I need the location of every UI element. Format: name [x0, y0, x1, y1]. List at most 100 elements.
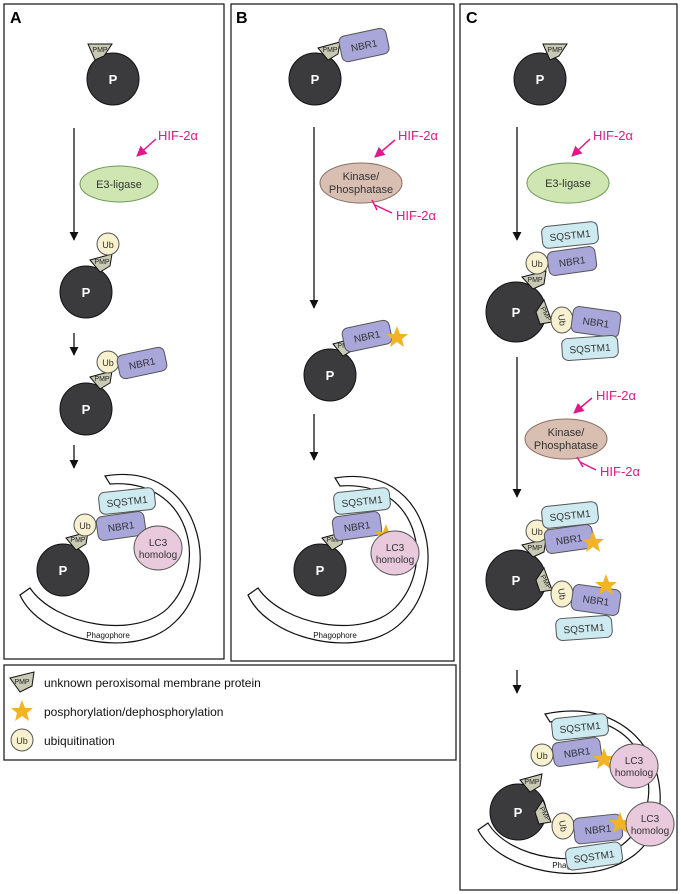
- svg-text:Ub: Ub: [16, 736, 28, 746]
- ub-tag: Ub: [96, 350, 120, 374]
- phospho-star-icon: [609, 812, 631, 833]
- pmp-label: PMP: [527, 277, 543, 284]
- svg-text:NBR1: NBR1: [584, 824, 612, 838]
- svg-text:homolog: homolog: [139, 550, 177, 561]
- peroxisome-label: P: [59, 563, 68, 578]
- hif-arrow: [136, 138, 157, 157]
- svg-text:homolog: homolog: [615, 768, 653, 779]
- phospho-star-icon: [582, 531, 604, 552]
- sqstm1: SQSTM1: [555, 614, 613, 642]
- svg-text:Ub: Ub: [536, 751, 548, 761]
- svg-text:E3-ligase: E3-ligase: [96, 179, 142, 191]
- e3-ligase: E3-ligase: [79, 165, 159, 203]
- pmp-protein: [89, 253, 113, 273]
- ub-tag: Ub: [525, 519, 549, 543]
- legend-star-text: posphorylation/dephosphorylation: [44, 705, 223, 719]
- svg-text:Phosphatase: Phosphatase: [329, 184, 393, 196]
- panel-b-frame: [230, 3, 455, 662]
- peroxisome: [303, 348, 357, 402]
- nbr1: NBR1: [572, 813, 624, 845]
- panel-a-frame: [3, 3, 225, 660]
- hif-inhibit-line: [579, 461, 597, 471]
- svg-text:PMP: PMP: [92, 47, 108, 54]
- svg-text:NBR1: NBR1: [582, 594, 610, 609]
- lc3-homolog: LC3 homolog: [625, 801, 675, 847]
- legend-pmp-text: unknown peroxisomal membrane protein: [44, 676, 261, 690]
- peroxisome-label: P: [536, 72, 545, 87]
- peroxisome-label: P: [82, 285, 91, 300]
- hif-arrow: [374, 139, 396, 158]
- svg-text:P: P: [109, 72, 118, 87]
- sqstm1: SQSTM1: [565, 841, 623, 871]
- peroxisome-label: P: [512, 305, 521, 320]
- nbr1: NBR1: [95, 511, 147, 541]
- svg-text:Phagophore: Phagophore: [86, 631, 130, 640]
- ub-tag: Ub: [550, 306, 574, 334]
- peroxisome: [36, 543, 90, 597]
- svg-text:NBR1: NBR1: [343, 520, 371, 535]
- svg-text:LC3: LC3: [386, 543, 405, 554]
- svg-text:LC3: LC3: [641, 814, 660, 825]
- svg-text:PMP: PMP: [14, 679, 30, 686]
- pmp-label: PMP: [94, 376, 110, 383]
- svg-text:SQSTM1: SQSTM1: [563, 623, 605, 637]
- pmp-protein: [519, 773, 543, 793]
- nbr1: NBR1: [116, 346, 168, 380]
- nbr1: NBR1: [570, 584, 622, 616]
- hif-label: HIF-2α: [158, 128, 199, 143]
- ub-tag: Ub: [96, 232, 120, 256]
- svg-text:NBR1: NBR1: [555, 533, 583, 548]
- svg-text:Ub: Ub: [102, 240, 114, 250]
- sqstm1: SQSTM1: [333, 487, 391, 515]
- pmp-label: PMP: [527, 545, 543, 552]
- peroxisome: [513, 52, 567, 106]
- phospho-star-icon: [595, 574, 617, 595]
- svg-text:SQSTM1: SQSTM1: [106, 495, 148, 510]
- svg-text:Kinase/: Kinase/: [343, 171, 381, 183]
- sqstm1: SQSTM1: [541, 221, 599, 249]
- sqstm1: SQSTM1: [541, 501, 599, 529]
- nbr1: NBR1: [543, 524, 595, 554]
- svg-text:SQSTM1: SQSTM1: [569, 343, 611, 357]
- panel-c-frame: [459, 3, 678, 891]
- svg-text:NBR1: NBR1: [558, 255, 586, 270]
- legend-frame: [3, 664, 457, 761]
- peroxisome: [288, 52, 342, 106]
- svg-text:Ub: Ub: [557, 819, 569, 832]
- star-icon: [11, 700, 33, 721]
- kinase-phosphatase: Kinase/ Phosphatase: [319, 162, 403, 204]
- sqstm1: SQSTM1: [98, 487, 156, 515]
- ub-tag: Ub: [550, 580, 574, 608]
- svg-text:Ub: Ub: [79, 521, 91, 531]
- peroxisome: [293, 543, 347, 597]
- kinase-phosphatase: Kinase/ Phosphatase: [524, 418, 608, 460]
- panel-c-label: C: [466, 10, 478, 27]
- hif-inhibit-bar: [576, 456, 584, 468]
- ub-tag: Ub: [551, 812, 575, 840]
- peroxisome-label: P: [82, 402, 91, 417]
- pmp-label: PMP: [322, 47, 338, 54]
- hif-inhibit-line: [374, 204, 393, 214]
- pmp-protein: [535, 566, 553, 593]
- nbr1: NBR1: [546, 246, 598, 276]
- nbr1: NBR1: [570, 306, 622, 338]
- hif-label: HIF-2α: [600, 464, 641, 479]
- nbr1: NBR1: [551, 737, 603, 767]
- pmp-protein: [534, 798, 552, 825]
- pmp-protein: [535, 298, 553, 325]
- svg-text:Ub: Ub: [531, 527, 543, 537]
- panel-b-label: B: [236, 10, 248, 27]
- panel-a-label: A: [10, 10, 22, 27]
- peroxisome-label: P: [514, 805, 523, 820]
- svg-text:Phagophore: Phagophore: [313, 631, 357, 640]
- lc3-homolog: LC3 homolog: [370, 530, 420, 576]
- hif-arrow: [573, 397, 593, 414]
- lc3-homolog: LC3 homolog: [609, 743, 659, 789]
- svg-text:SQSTM1: SQSTM1: [549, 509, 591, 524]
- ub-icon: Ub: [10, 728, 34, 752]
- svg-text:E3-ligase: E3-ligase: [545, 178, 591, 190]
- nbr1: NBR1: [341, 319, 393, 353]
- phagophore: Phagophore: [19, 473, 201, 644]
- peroxisome: [59, 265, 113, 319]
